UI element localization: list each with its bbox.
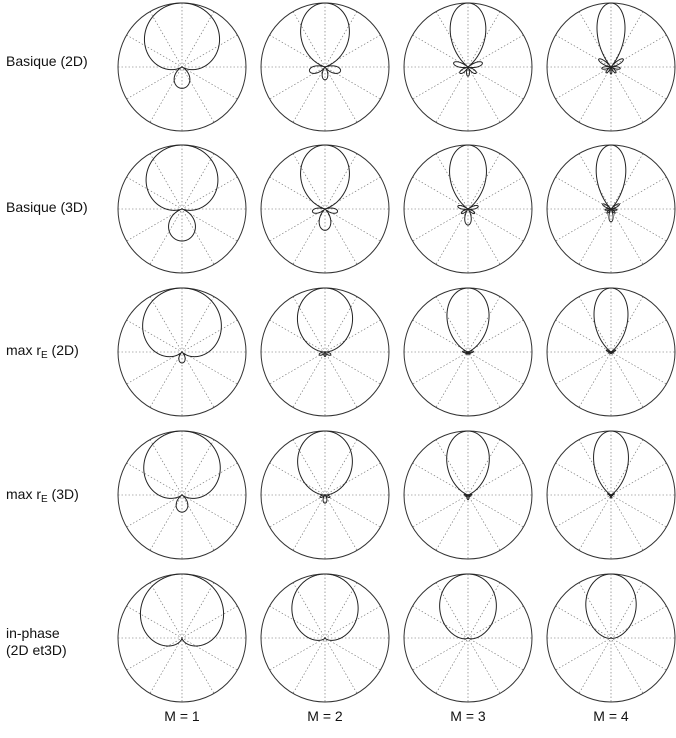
- directivity-pattern: [142, 287, 222, 364]
- directivity-pattern: [143, 2, 221, 89]
- polar-plot-maxre3d-m3: [403, 430, 533, 560]
- directivity-pattern: [139, 573, 225, 647]
- polar-plot-basic3d-m3: [403, 144, 533, 274]
- directivity-pattern: [297, 430, 353, 504]
- polar-grid-line: [269, 176, 381, 242]
- polar-plot-inphase-m3: [403, 573, 533, 703]
- directivity-pattern: [439, 573, 497, 640]
- directivity-pattern: [143, 430, 221, 513]
- directivity-pattern: [446, 287, 490, 356]
- directivity-pattern: [145, 144, 219, 242]
- directivity-pattern: [449, 2, 487, 77]
- directivity-pattern: [300, 144, 350, 231]
- directivity-pattern: [596, 2, 626, 75]
- directivity-pattern: [296, 287, 354, 358]
- row-label-text: Basique (2D): [6, 53, 88, 69]
- column-label-m4: M = 4: [593, 708, 629, 724]
- polar-plot-basic2d-m2: [260, 2, 390, 132]
- polar-plot-maxre3d-m1: [117, 430, 247, 560]
- column-label-m2: M = 2: [307, 708, 343, 724]
- row-label-maxre-2d: max rE (2D): [6, 342, 79, 364]
- polar-grid-line: [412, 34, 524, 100]
- row-label-basique-3d: Basique (3D): [6, 199, 88, 216]
- directivity-pattern: [585, 573, 637, 639]
- polar-plot-inphase-m4: [546, 573, 676, 703]
- polar-plot-inphase-m1: [117, 573, 247, 703]
- polar-plot-maxre2d-m1: [117, 287, 247, 417]
- row-label-text: Basique (3D): [6, 199, 88, 215]
- polar-plot-basic3d-m4: [546, 144, 676, 274]
- row-label-line-1: in-phase: [6, 625, 60, 641]
- polar-plot-basic3d-m2: [260, 144, 390, 274]
- polar-grid-line: [412, 176, 524, 242]
- column-label-m1: M = 1: [164, 708, 200, 724]
- row-label-text: max r: [6, 486, 41, 502]
- polar-plot-basic2d-m3: [403, 2, 533, 132]
- polar-plot-maxre3d-m4: [546, 430, 676, 560]
- directivity-pattern: [300, 2, 350, 81]
- polar-plot-basic2d-m4: [546, 2, 676, 132]
- directivity-pattern: [446, 430, 490, 501]
- directivity-pattern: [449, 144, 487, 226]
- row-label-text: max r: [6, 342, 41, 358]
- polar-plot-basic2d-m1: [117, 2, 247, 132]
- directivity-pattern: [593, 287, 629, 355]
- polar-plot-basic3d-m1: [117, 144, 247, 274]
- polar-grid-line: [412, 462, 524, 528]
- directivity-pattern: [291, 573, 359, 641]
- polar-plot-maxre2d-m4: [546, 287, 676, 417]
- row-label-line-2: (2D et3D): [6, 642, 67, 658]
- polar-grid-line: [126, 176, 238, 242]
- row-label-subscript: E: [41, 494, 48, 505]
- polar-grid-line: [126, 462, 238, 528]
- row-label-suffix: (3D): [47, 486, 79, 502]
- directivity-pattern: [593, 430, 629, 499]
- row-label-subscript: E: [41, 350, 48, 361]
- polar-plot-maxre2d-m3: [403, 287, 533, 417]
- polar-plot-inphase-m2: [260, 573, 390, 703]
- polar-plot-maxre3d-m2: [260, 430, 390, 560]
- polar-plot-maxre2d-m2: [260, 287, 390, 417]
- directivity-pattern: [595, 144, 627, 223]
- row-label-basique-2d: Basique (2D): [6, 53, 88, 70]
- column-label-m3: M = 3: [450, 708, 486, 724]
- row-label-suffix: (2D): [47, 342, 79, 358]
- row-label-maxre-3d: max rE (3D): [6, 486, 79, 508]
- row-label-in-phase: in-phase (2D et3D): [6, 625, 67, 659]
